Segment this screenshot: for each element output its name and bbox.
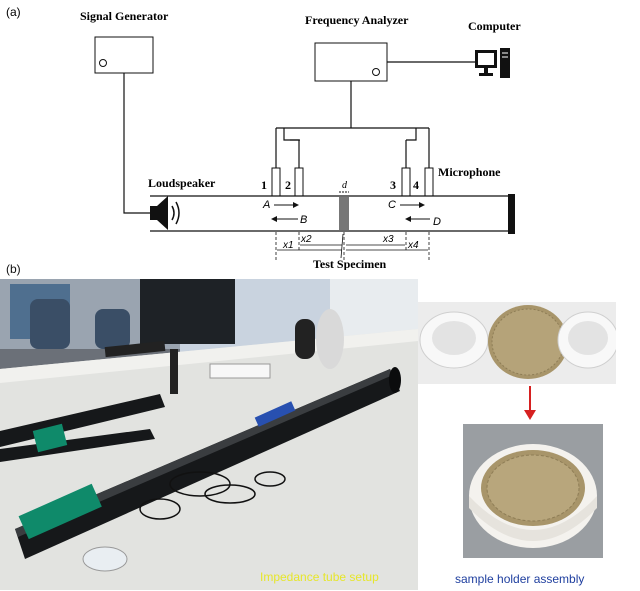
distance-markers [275, 232, 430, 262]
mic-number-1: 1 [261, 178, 267, 192]
loudspeaker-label: Loudspeaker [148, 176, 216, 190]
mic-number-4: 4 [413, 178, 419, 192]
computer-icon [475, 48, 510, 78]
distance-label-x1: x1 [282, 240, 294, 251]
signal-generator-box [94, 36, 154, 74]
sample-holder-parts-photo [418, 302, 616, 384]
distance-label-x3: x3 [382, 234, 394, 245]
microphone-label: Microphone [438, 165, 501, 179]
loudspeaker-icon [150, 196, 180, 230]
mic-number-3: 3 [390, 178, 396, 192]
test-specimen-label: Test Specimen [313, 257, 387, 270]
microphone-wiring [275, 81, 430, 168]
caption-sample-holder-assembly: sample holder assembly [455, 572, 585, 586]
wave-label-b: B [300, 214, 307, 226]
wave-label-c: C [388, 199, 396, 211]
distance-label-x4: x4 [407, 240, 419, 251]
panel-b-label: (b) [6, 262, 21, 276]
frequency-analyzer-label: Frequency Analyzer [305, 13, 409, 27]
signal-generator-knob-icon [99, 59, 107, 67]
microphone-icon [271, 167, 434, 197]
signal-generator-label: Signal Generator [80, 9, 169, 23]
wave-label-a: A [262, 199, 270, 211]
mic-number-2: 2 [285, 178, 291, 192]
caption-impedance-tube-setup: Impedance tube setup [260, 570, 379, 584]
signal-wire [123, 73, 150, 214]
frequency-analyzer-knob-icon [372, 68, 380, 76]
distance-label-x2: x2 [300, 234, 312, 245]
computer-label: Computer [468, 19, 521, 33]
wave-label-d: D [433, 216, 441, 228]
test-specimen-pointer [340, 233, 344, 259]
down-arrow-icon [524, 386, 536, 420]
sample-holder-assembled-photo [463, 424, 603, 558]
tube-end-cap [508, 194, 515, 234]
schematic-diagram: (a) Signal Generator Frequency Analyzer … [6, 5, 521, 270]
impedance-tube-photo [0, 279, 418, 590]
test-specimen-block [339, 197, 349, 230]
specimen-thickness-label: d [342, 180, 348, 191]
panel-a-label: (a) [6, 5, 21, 19]
